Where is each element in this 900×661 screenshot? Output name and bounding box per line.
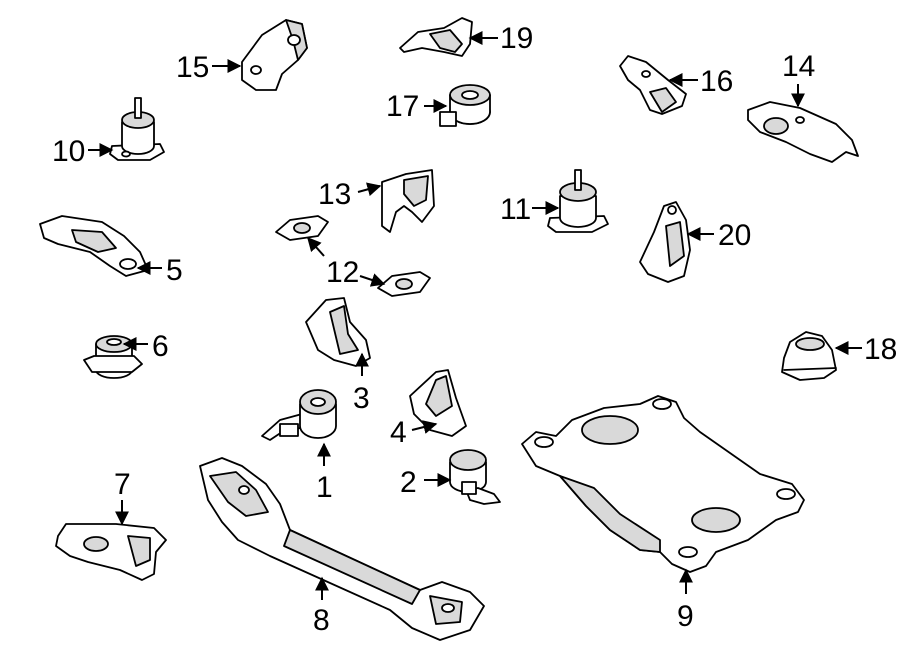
callout-8: 8 [313,604,330,637]
part-11-engine-mount [547,169,609,233]
leader-lines [88,31,862,600]
callout-11: 11 [500,193,531,226]
part-9-subframe [521,395,805,573]
callout-20: 20 [718,219,751,252]
callout-4: 4 [390,416,407,449]
leader-12b [359,273,386,287]
part-12-shim-lower [377,271,431,297]
callout-5: 5 [166,254,183,287]
part-13-bracket [381,169,435,233]
part-14-heat-shield [747,101,859,163]
part-3-bracket [305,297,371,367]
callout-12: 12 [326,256,359,289]
callout-18: 18 [864,333,897,366]
leader-4 [411,420,438,434]
callout-16: 16 [700,65,733,98]
part-10-engine-mount [109,97,165,161]
part-7-bracket [55,523,167,581]
callout-7: 7 [114,468,131,501]
callout-labels: 15 19 17 16 14 10 13 11 20 12 5 6 3 18 1… [52,22,897,637]
part-2-hydro-mount [449,449,501,505]
part-17-mount [439,84,491,127]
part-20-bracket [639,201,691,283]
callout-17: 17 [386,90,419,123]
callout-3: 3 [353,382,370,415]
part-4-bracket [409,369,467,437]
callout-15: 15 [176,51,209,84]
callout-19: 19 [500,22,533,55]
leader-13 [357,182,382,197]
callout-2: 2 [400,466,417,499]
callout-9: 9 [677,600,694,633]
callout-13: 13 [318,178,351,211]
part-1-hydro-mount [261,389,337,441]
part-16-bracket [619,55,687,115]
leader-12a [307,236,325,257]
callout-14: 14 [782,50,815,83]
callout-6: 6 [152,330,169,363]
part-5-bracket [39,215,149,277]
part-12-shim-upper [275,215,329,241]
part-19-bracket [399,17,473,57]
part-6-mount [83,335,143,379]
part-15-bracket [241,19,308,91]
part-8-crossmember [199,457,485,641]
callout-1: 1 [316,471,333,504]
part-18-mount [781,331,837,381]
callout-10: 10 [52,135,85,168]
